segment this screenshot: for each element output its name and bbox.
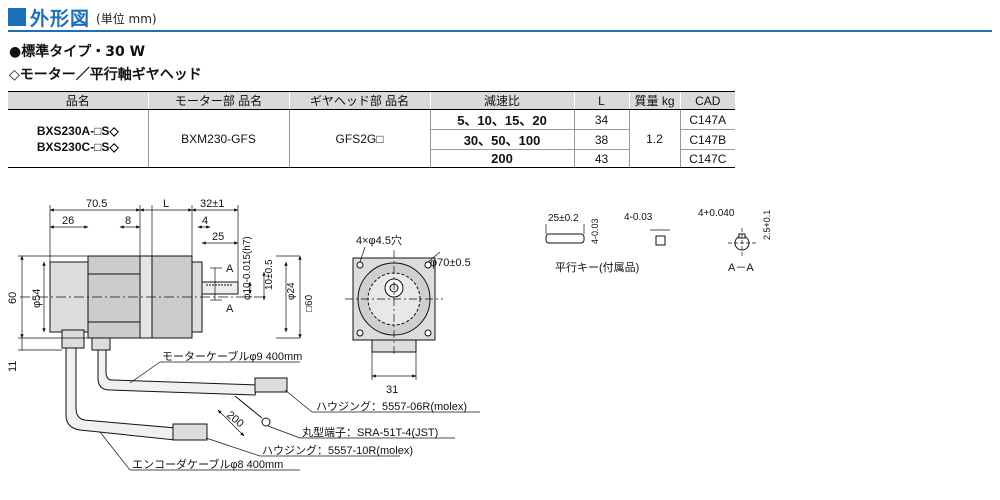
l-cell: 43 — [573, 149, 629, 168]
l-cell: 34 — [573, 109, 629, 130]
col-header-l: L — [573, 91, 629, 110]
section-aa-label: A－A — [728, 262, 754, 274]
dim-200: 200 — [224, 409, 246, 430]
motor-part-cell: BXM230-GFS — [147, 109, 289, 168]
dim-l: L — [163, 198, 169, 210]
dim-10: 10±0.5 — [264, 259, 275, 290]
cad-cell: C147B — [679, 129, 735, 150]
dim-60: 60 — [7, 292, 19, 304]
key-label: 平行キー(付属品) — [555, 261, 639, 274]
dim-phi-24: φ24 — [286, 282, 297, 300]
dim-phi-54: φ54 — [31, 289, 43, 308]
title-square-icon — [8, 8, 26, 26]
outline-drawing: 70.5 L 32±1 26 8 4 25 φ10-0.015(h7) 10±0… — [7, 198, 772, 471]
product-name-cell: BXS230A-□S◇ BXS230C-□S◇ — [8, 109, 148, 168]
spec-table: 品名 モーター部 品名 ギヤヘッド部 品名 減速比 L 質量 kg CAD BX… — [8, 91, 735, 168]
dim-31: 31 — [386, 384, 398, 396]
title-bar: 外形図 (単位 mm) — [8, 6, 157, 30]
key-height: 4-0.03 — [590, 218, 600, 244]
ratio-cell: 5、10、15、20 — [429, 109, 574, 130]
section-marker-a-bottom: A — [226, 303, 234, 315]
table-header-row: 品名 モーター部 品名 ギヤヘッド部 品名 減速比 L 質量 kg CAD — [8, 91, 735, 110]
key-width: 4-0.03 — [624, 212, 653, 223]
side-view — [20, 255, 262, 351]
cables — [65, 347, 288, 441]
motor-cable-label: モーターケーブルφ9 400mm — [162, 349, 302, 363]
ratio-cell: 200 — [429, 149, 574, 168]
aa-width: 4+0.040 — [698, 208, 735, 219]
product-name-c: BXS230C-□S◇ — [36, 139, 119, 154]
key-length: 25±0.2 — [548, 213, 579, 224]
cable-leaders — [99, 361, 480, 471]
dim-25: 25 — [212, 231, 224, 243]
dim-70-5: 70.5 — [86, 198, 107, 210]
key-drawing — [545, 224, 670, 246]
housing-10pin-label: ハウジング：5557-10R(molex) — [262, 443, 413, 457]
front-view — [345, 250, 443, 355]
side-dimension-lines — [18, 205, 302, 351]
product-name-a: BXS230A-□S◇ — [36, 123, 119, 138]
dim-11: 11 — [7, 361, 19, 372]
col-header-product: 品名 — [8, 91, 148, 110]
table-row: BXS230A-□S◇ BXS230C-□S◇ BXM230-GFS GFS2G… — [8, 109, 735, 168]
col-header-ratio: 減速比 — [429, 91, 574, 110]
table-row: 30、50、100 38 C147B — [8, 129, 735, 150]
title-underline — [8, 30, 992, 32]
pcd-label: φ70±0.5 — [430, 257, 471, 269]
cad-cell: C147A — [679, 109, 735, 130]
col-header-mass: 質量 kg — [628, 91, 680, 110]
mass-cell: 1.2 — [628, 109, 680, 168]
unit-note: (単位 mm) — [96, 12, 157, 26]
table-row: 200 43 C147C — [8, 149, 735, 168]
section-marker-a-top: A — [226, 263, 234, 275]
page-title: 外形図 — [30, 7, 91, 30]
ratio-cell: 30、50、100 — [429, 129, 574, 150]
dim-sq-60: □60 — [304, 294, 315, 312]
dim-32: 32±1 — [200, 198, 224, 210]
section-aa-drawing — [728, 228, 756, 256]
dim-8: 8 — [125, 215, 131, 227]
housing-6pin-label: ハウジング：5557-06R(molex) — [316, 399, 467, 413]
front-dimension-lines — [359, 246, 441, 380]
encoder-cable-label: エンコーダケーブルφ8 400mm — [132, 457, 283, 471]
cad-cell: C147C — [679, 149, 735, 168]
col-header-cad: CAD — [679, 91, 735, 110]
aa-depth: 2.5+0.1 — [762, 210, 772, 240]
dim-4: 4 — [202, 215, 208, 227]
l-cell: 38 — [573, 129, 629, 150]
col-header-motor: モーター部 品名 — [147, 91, 289, 110]
shaft-tolerance: φ10-0.015(h7) — [242, 236, 253, 300]
col-header-gearhead: ギヤヘッド部 品名 — [288, 91, 430, 110]
gearhead-part-cell: GFS2G□ — [288, 109, 430, 168]
subtitle-type: ●標準タイプ・30 W — [9, 44, 146, 60]
subtitle-combination: ◇モーター／平行軸ギヤヘッド — [9, 67, 202, 83]
terminal-label: 丸型端子：SRA-51T-4(JST) — [302, 425, 438, 439]
holes-label: 4×φ4.5穴 — [356, 233, 402, 247]
dim-26: 26 — [62, 215, 74, 227]
